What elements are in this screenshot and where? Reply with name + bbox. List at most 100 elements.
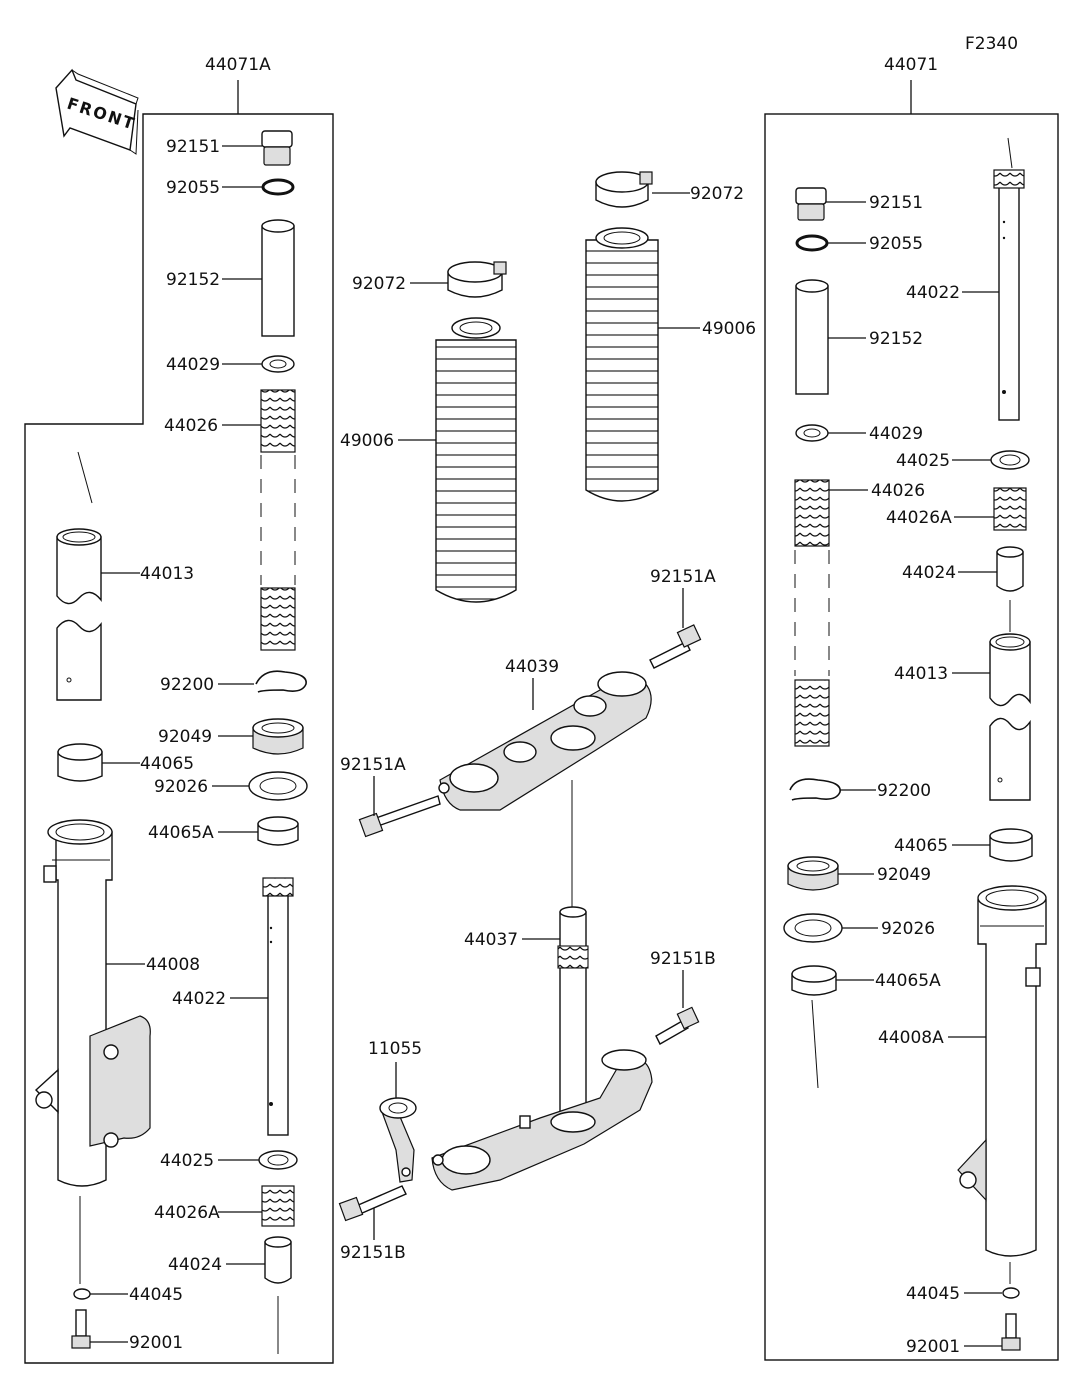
clamp-92072-left: 92072 [352, 261, 507, 298]
callout-l-92055: 92055 [166, 178, 220, 198]
spring-44026A-right: 44026A [886, 487, 1027, 531]
o-ring-left: 92055 [166, 178, 295, 198]
circlip-right: 92200 [789, 778, 931, 801]
callout-c-92151A-top: 92151A [650, 567, 716, 587]
callout-l-44022: 44022 [172, 989, 226, 1009]
bushing-44065A-left: 44065A [148, 816, 299, 846]
callout-l-44065A: 44065A [148, 823, 214, 843]
spring-44026-right: 44026 [794, 479, 925, 747]
callout-l-44026: 44026 [164, 416, 218, 436]
callout-r-44065: 44065 [894, 836, 948, 856]
washer-44025-left: 44025 [160, 1150, 298, 1171]
inner-tube-right: 44013 [894, 633, 1031, 801]
figure-code: F2340 [965, 34, 1018, 54]
callout-l-92151: 92151 [166, 137, 220, 157]
bracket-11055: 11055 [368, 1039, 422, 1183]
callout-l-44026A: 44026A [154, 1203, 220, 1223]
bushing-44065-left: 44065 [57, 743, 194, 782]
outer-tube-right: 44008A [878, 885, 1047, 1257]
callout-r-92001: 92001 [906, 1337, 960, 1357]
callout-l-92049: 92049 [158, 727, 212, 747]
front-arrow-icon: FRONT [55, 68, 139, 155]
callout-l-44029: 44029 [166, 355, 220, 375]
boot-49006-left: 49006 [340, 317, 517, 603]
bottom-bolt-left: 92001 [71, 1309, 183, 1353]
bolt-92151B-right: 92151B [650, 949, 716, 1045]
gasket-left: 44045 [73, 1196, 183, 1305]
callout-l-92152: 92152 [166, 270, 220, 290]
callout-c-92072-a: 92072 [690, 184, 744, 204]
collar-right: 92152 [795, 279, 923, 395]
damper-rod-left: 44022 [172, 877, 294, 1136]
callout-c-44039: 44039 [505, 657, 559, 677]
callout-r-92049: 92049 [877, 865, 931, 885]
left-assembly: 44071A [24, 55, 334, 1364]
piece-44024-left: 44024 [168, 1236, 292, 1354]
washer-44025-right: 44025 [896, 450, 1030, 471]
lower-bracket [431, 1049, 653, 1191]
washer-92026-left: 92026 [154, 771, 308, 801]
washer-92026-right: 92026 [783, 913, 935, 943]
callout-c-92151A-left: 92151A [340, 755, 406, 775]
right-assembly: 44071 [764, 55, 1059, 1361]
callout-r-44065A: 44065A [875, 971, 941, 991]
boot-49006-right: 49006 [585, 227, 756, 502]
callout-l-92001: 92001 [129, 1333, 183, 1353]
callout-r-44013: 44013 [894, 664, 948, 684]
callout-c-92151B-bottom: 92151B [340, 1243, 406, 1263]
callout-c-44037: 44037 [464, 930, 518, 950]
callout-l-92200: 92200 [160, 675, 214, 695]
gasket-right: 44045 [906, 1262, 1020, 1304]
callout-l-44024: 44024 [168, 1255, 222, 1275]
callout-r-92026: 92026 [881, 919, 935, 939]
callout-r-44026: 44026 [871, 481, 925, 501]
steering-stem: 44037 [464, 906, 589, 1113]
callout-r-44045: 44045 [906, 1284, 960, 1304]
callout-r-44026A: 44026A [886, 508, 952, 528]
callout-r-92055: 92055 [869, 234, 923, 254]
washer-44029-left: 44029 [166, 355, 295, 375]
bushing-44065A-right: 44065A [791, 965, 941, 1089]
bottom-bolt-right: 92001 [906, 1313, 1021, 1357]
assembly-label-right: 44071 [884, 55, 938, 75]
callout-l-44025: 44025 [160, 1151, 214, 1171]
inner-tube-left: 44013 [56, 451, 194, 701]
callout-r-44022: 44022 [906, 283, 960, 303]
assembly-label-left: 44071A [205, 55, 271, 75]
upper-bracket: 44039 [438, 657, 652, 811]
cap-bolt-right: 92151 [795, 187, 923, 221]
callout-l-44013: 44013 [140, 564, 194, 584]
damper-rod-right: 44022 [906, 137, 1025, 421]
callout-c-11055: 11055 [368, 1039, 422, 1059]
callout-l-92026: 92026 [154, 777, 208, 797]
washer-44029-right: 44029 [795, 424, 923, 444]
callout-r-44029: 44029 [869, 424, 923, 444]
callout-r-92200: 92200 [877, 781, 931, 801]
spring-44026A-left: 44026A [154, 1185, 295, 1227]
outer-tube-left: 44008 [34, 819, 200, 1187]
bushing-44065-right: 44065 [894, 828, 1033, 862]
callout-r-92151: 92151 [869, 193, 923, 213]
callout-r-44008A: 44008A [878, 1028, 944, 1048]
collar-left: 92152 [166, 219, 295, 337]
clamp-92072-right: 92072 [595, 171, 744, 208]
piece-44024-right: 44024 [902, 546, 1024, 632]
callout-c-92072-b: 92072 [352, 274, 406, 294]
callout-c-92151B-right: 92151B [650, 949, 716, 969]
callout-l-44045: 44045 [129, 1285, 183, 1305]
callout-c-49006-b: 49006 [702, 319, 756, 339]
circlip-left: 92200 [160, 670, 307, 695]
callout-r-44025: 44025 [896, 451, 950, 471]
callout-r-92152: 92152 [869, 329, 923, 349]
cap-bolt-left: 92151 [166, 130, 293, 166]
oil-seal-right: 92049 [787, 856, 931, 891]
callout-l-44065: 44065 [140, 754, 194, 774]
bolt-92151B-bottom: 92151B [338, 1185, 407, 1263]
callout-l-44008: 44008 [146, 955, 200, 975]
callout-r-44024: 44024 [902, 563, 956, 583]
callout-c-49006-a: 49006 [340, 431, 394, 451]
oil-seal-left: 92049 [158, 718, 304, 755]
bolt-92151A-top: 92151A [649, 567, 716, 669]
spring-44026-left: 44026 [164, 389, 296, 651]
